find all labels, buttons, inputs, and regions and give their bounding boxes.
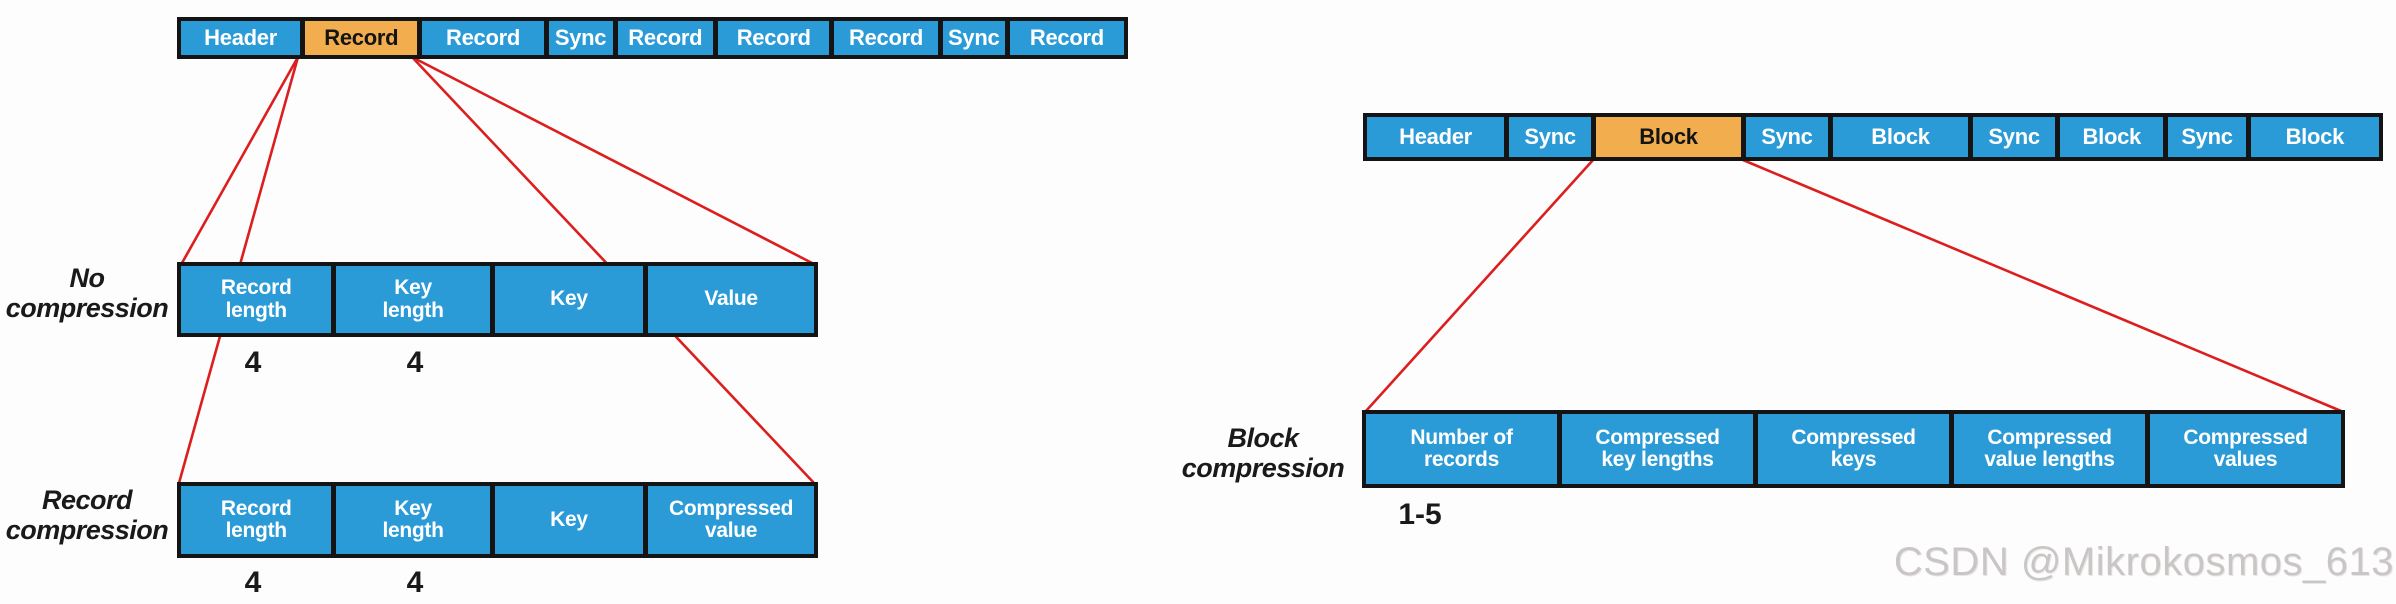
cell-sync: Sync: [942, 21, 1005, 55]
cell-compressed-values: Compressed values: [2150, 414, 2341, 484]
cell-record: Record: [422, 21, 544, 55]
cell-compressed-value: Compressed value: [648, 486, 814, 554]
connector-line-record-to-nocomp-right: [411, 55, 813, 265]
cell-compressed-key-lengths: Compressed key lengths: [1562, 414, 1753, 484]
cell-record: Record: [617, 21, 714, 55]
connector-line-block-to-blockcomp-left: [1365, 159, 1594, 412]
block-compression-number-of-records-bytes: 1-5: [1398, 498, 1442, 531]
cell-number-of-records: Number of records: [1366, 414, 1557, 484]
no-compression-label: No compression: [5, 263, 169, 323]
cell-key-length: Key length: [336, 266, 490, 333]
cell-compressed-keys: Compressed keys: [1758, 414, 1949, 484]
cell-sync: Sync: [2168, 117, 2246, 157]
cell-value: Value: [648, 266, 814, 333]
cell-header: Header: [1367, 117, 1505, 157]
connector-line-block-to-blockcomp-right: [1742, 158, 2342, 413]
cell-key: Key: [494, 266, 644, 333]
cell-sync: Sync: [548, 21, 613, 55]
cell-record: Record: [834, 21, 938, 55]
block-compression-label: Block compression: [1181, 423, 1345, 483]
cell-block: Block: [2060, 117, 2164, 157]
csdn-watermark: CSDN @Mikrokosmos_613: [1893, 540, 2394, 584]
no-compression-key-length-bytes: 4: [406, 346, 424, 379]
connector-line-record-to-nocomp-left: [180, 56, 300, 264]
cell-sync: Sync: [1509, 117, 1592, 157]
cell-record: Record: [718, 21, 830, 55]
cell-compressed-value-lengths: Compressed value lengths: [1954, 414, 2145, 484]
cell-block: Block: [1596, 117, 1741, 157]
record-compression-record-length-bytes: 4: [244, 566, 262, 599]
cell-block: Block: [1832, 117, 1969, 157]
cell-key: Key: [494, 486, 644, 554]
cell-key-length: Key length: [336, 486, 490, 554]
cell-record: Record: [1009, 21, 1124, 55]
cell-record-length: Record length: [181, 486, 332, 554]
cell-sync: Sync: [1745, 117, 1828, 157]
no-compression-record-length-bytes: 4: [244, 346, 262, 379]
cell-sync: Sync: [1973, 117, 2056, 157]
cell-block: Block: [2250, 117, 2379, 157]
cell-record-length: Record length: [181, 266, 332, 333]
cell-header: Header: [181, 21, 301, 55]
record-compression-label: Record compression: [5, 485, 169, 545]
cell-record: Record: [305, 21, 418, 55]
record-compression-key-length-bytes: 4: [406, 566, 424, 599]
